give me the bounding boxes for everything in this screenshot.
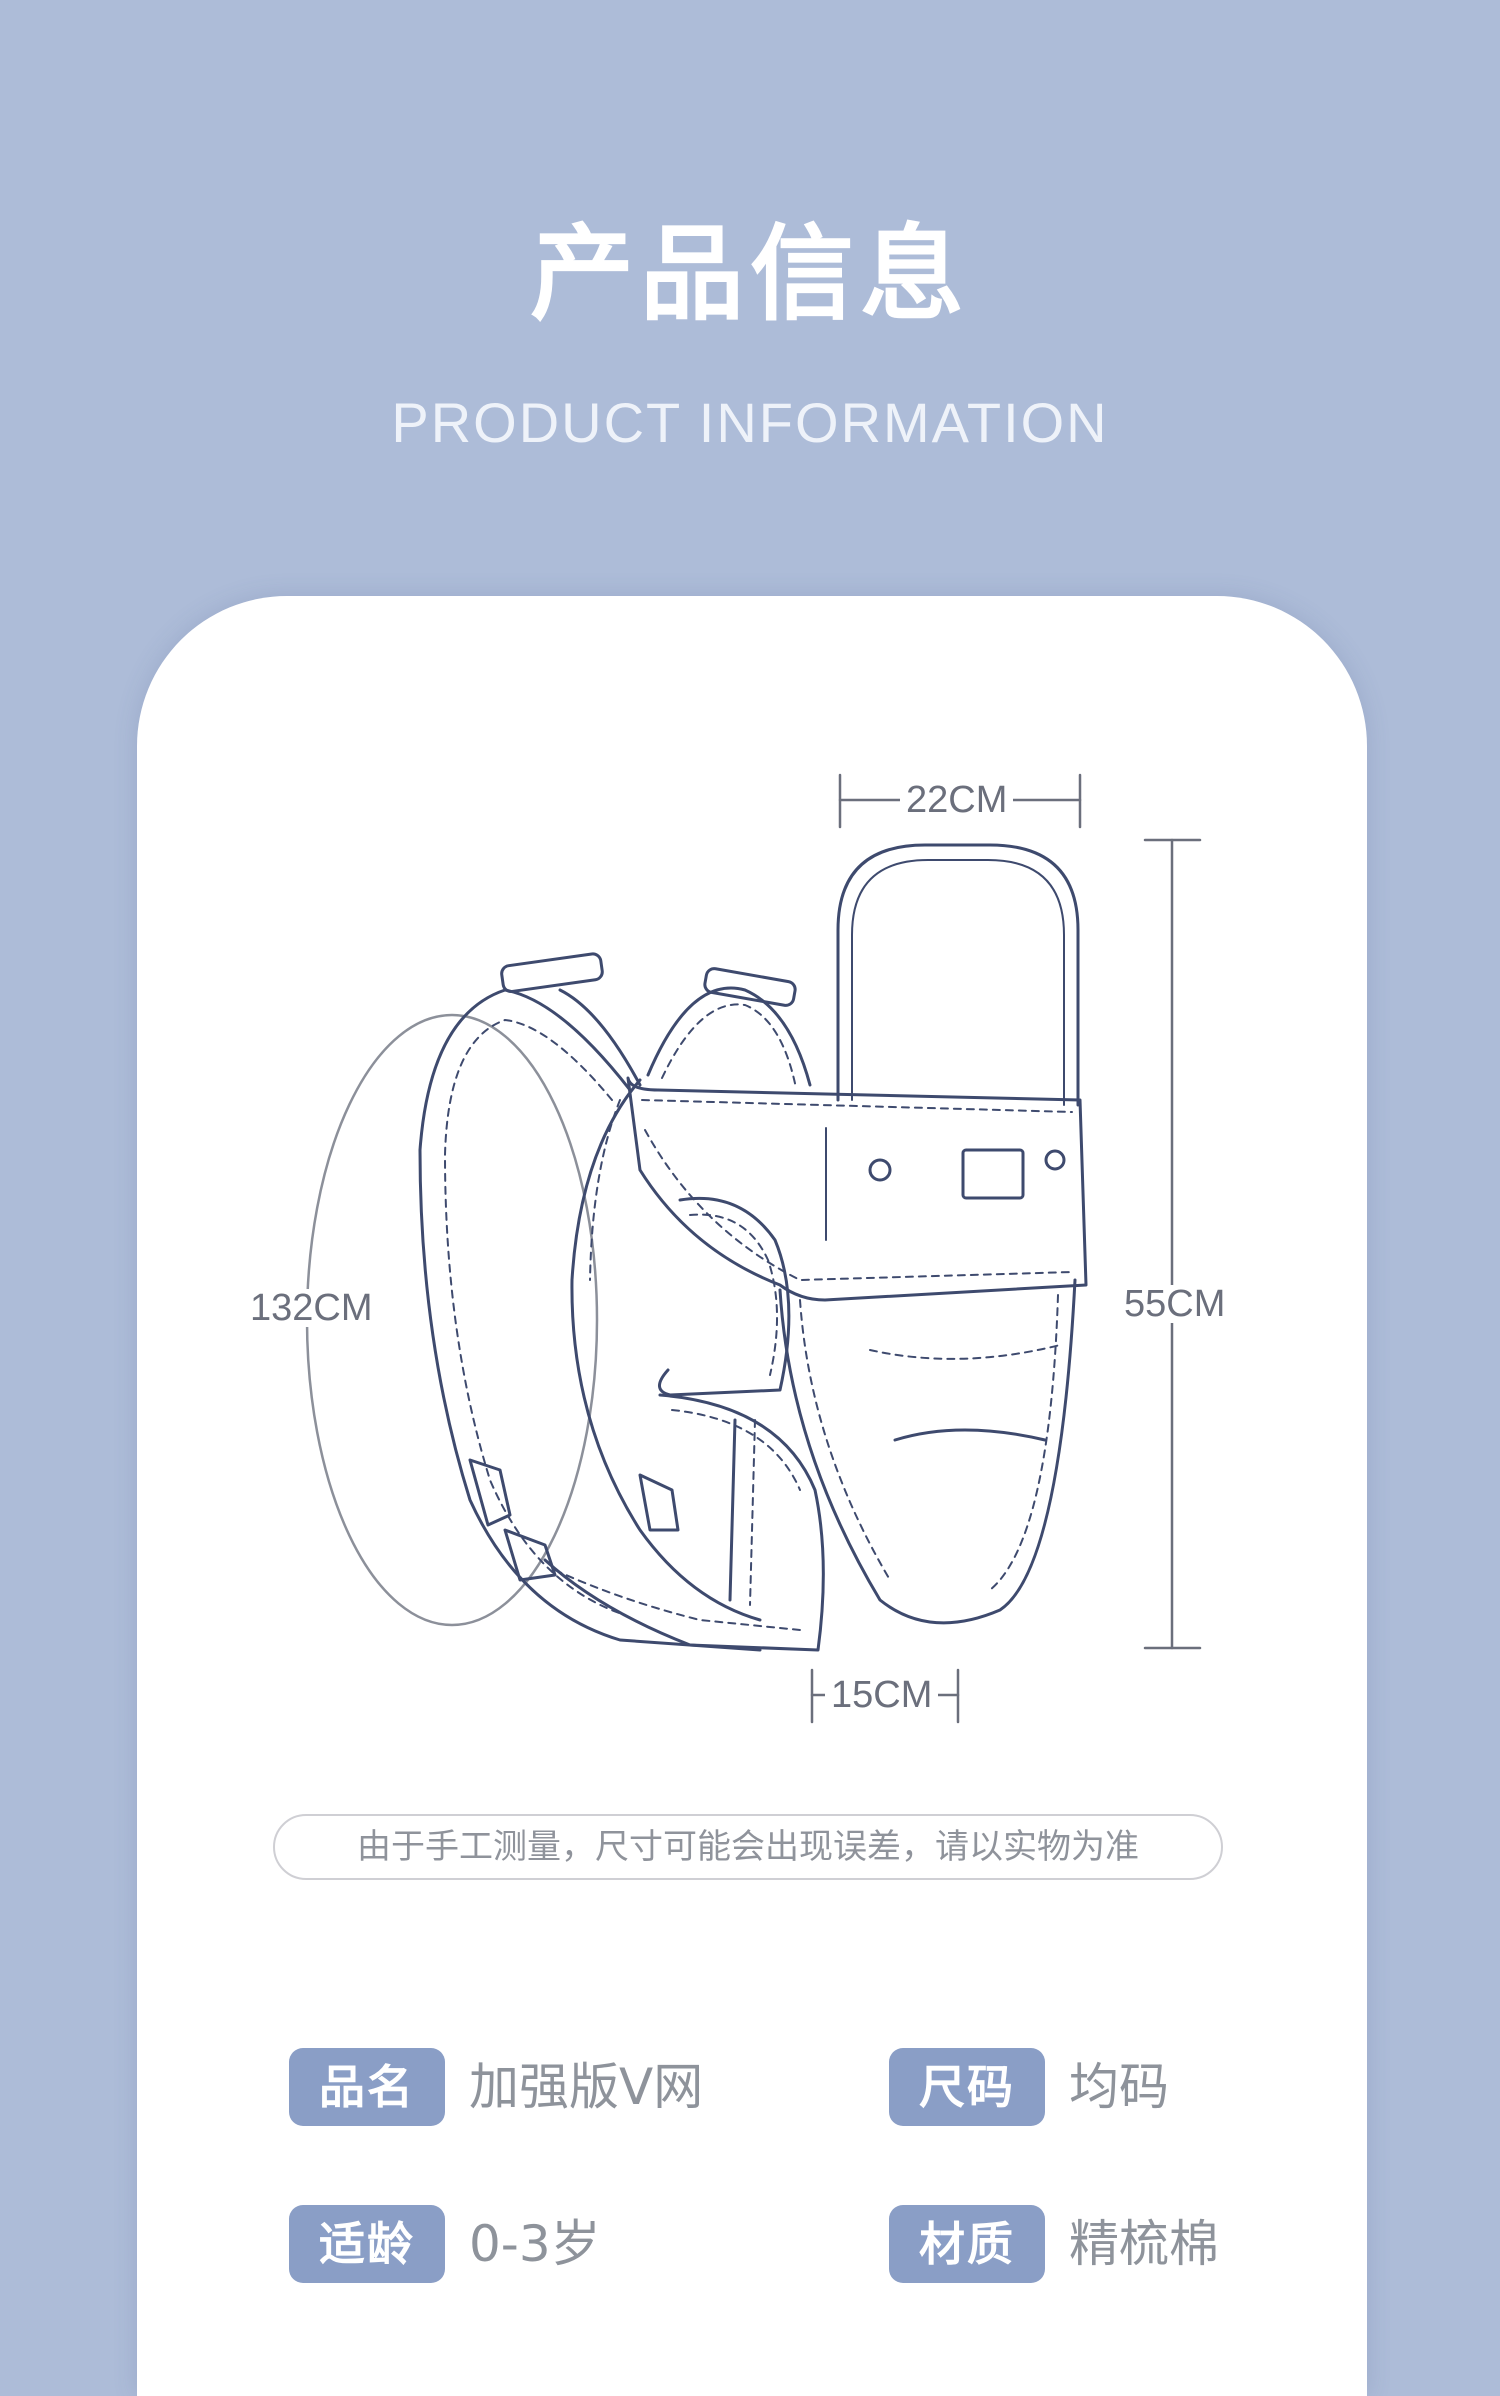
section-subtitle: PRODUCT INFORMATION	[391, 391, 1109, 454]
spec-label: 尺码	[889, 2048, 1045, 2126]
spec-value: 精梳棉	[1069, 2215, 1219, 2273]
leg-opening	[658, 1196, 791, 1397]
buckle-left	[468, 1458, 512, 1527]
baby-carrier-diagram	[305, 773, 1202, 1724]
spec-age: 适龄 0-3岁	[289, 2205, 601, 2283]
headrest-inner	[851, 859, 1065, 1106]
inner-strap	[570, 1078, 762, 1622]
front-strap	[418, 988, 762, 1652]
spec-value: 0-3岁	[469, 2215, 601, 2273]
spec-material: 材质 精梳棉	[889, 2205, 1219, 2283]
spec-value: 均码	[1069, 2058, 1169, 2116]
dimension-label-height: 55CM	[1118, 1285, 1232, 1323]
dimension-label-bottom-width: 15CM	[825, 1676, 939, 1714]
measurement-note: 由于手工测量，尺寸可能会出现误差，请以实物为准	[273, 1814, 1223, 1880]
spec-label: 品名	[289, 2048, 445, 2126]
dimension-label-strap: 132CM	[244, 1289, 379, 1327]
buckle-right	[638, 1473, 680, 1532]
belt-rivet-left	[868, 1158, 892, 1182]
dimension-height	[1143, 838, 1202, 1650]
headrest-outline	[836, 843, 1080, 1107]
seat-panel	[778, 1278, 1077, 1625]
section-title: 产品信息	[529, 213, 970, 335]
spec-label: 适龄	[289, 2205, 445, 2283]
spec-value: 加强版V网	[469, 2058, 704, 2116]
belt-label	[961, 1148, 1025, 1200]
spec-label: 材质	[889, 2205, 1045, 2283]
spec-product-name: 品名 加强版V网	[289, 2048, 703, 2126]
belt-rivet-right	[1044, 1149, 1066, 1171]
spec-size: 尺码 均码	[889, 2048, 1169, 2126]
back-strap	[646, 986, 812, 1087]
waist-belt	[626, 1076, 1088, 1302]
dimension-label-top-width: 22CM	[900, 781, 1014, 819]
